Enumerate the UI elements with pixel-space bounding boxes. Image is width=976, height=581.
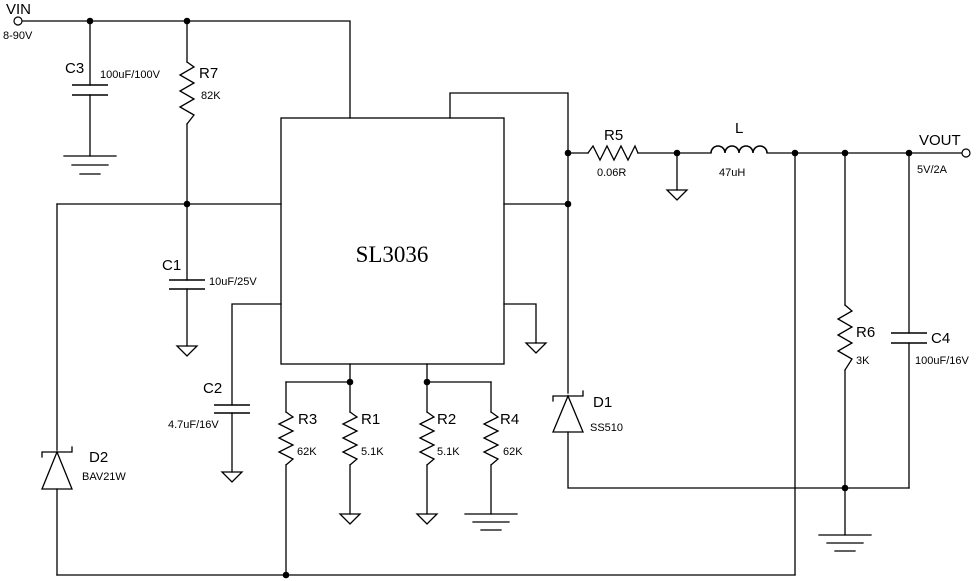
vin-terminal: VIN 8-90V xyxy=(3,1,33,42)
ground-r4 xyxy=(464,513,518,531)
ic-sl3036: SL3036 xyxy=(280,117,505,365)
wires xyxy=(21,20,963,576)
l-ref: L xyxy=(735,120,743,137)
d2-value: BAV21W xyxy=(82,471,126,483)
d1-ref: D1 xyxy=(593,394,612,411)
capacitor-c3: C3 100uF/100V xyxy=(65,60,161,96)
r2-ref: R2 xyxy=(437,411,456,428)
c2-ref: C2 xyxy=(203,380,222,397)
capacitor-c2: C2 4.7uF/16V xyxy=(168,380,250,431)
vin-label: VIN xyxy=(6,1,31,18)
c3-ref: C3 xyxy=(65,60,84,77)
diode-d1: D1 SS510 xyxy=(552,390,623,434)
r4-value: 62K xyxy=(503,446,523,458)
c1-value: 10uF/25V xyxy=(209,276,257,288)
resistor-r1: R1 5.1K xyxy=(341,411,384,466)
ground-c3 xyxy=(63,155,117,175)
ground-r5 xyxy=(665,189,689,201)
r4-ref: R4 xyxy=(500,411,519,428)
r7-value: 82K xyxy=(201,90,221,102)
ground-r1 xyxy=(338,513,362,525)
d2-ref: D2 xyxy=(89,449,108,466)
resistor-r3: R3 62K xyxy=(277,411,317,466)
inductor-l: L 47uH xyxy=(710,120,768,179)
r3-value: 62K xyxy=(297,446,317,458)
resistor-r6: R6 3K xyxy=(836,304,875,371)
ground-r6 xyxy=(818,534,872,552)
r5-value: 0.06R xyxy=(597,167,626,179)
vout-rating: 5V/2A xyxy=(917,164,948,176)
junction-dots xyxy=(86,17,913,579)
capacitor-c1: C1 10uF/25V xyxy=(162,257,257,290)
r1-ref: R1 xyxy=(361,411,380,428)
d1-value: SS510 xyxy=(590,422,623,434)
l-value: 47uH xyxy=(719,167,745,179)
resistor-r2: R2 5.1K xyxy=(418,411,460,466)
r1-value: 5.1K xyxy=(361,446,384,458)
r2-value: 5.1K xyxy=(437,446,460,458)
vin-range: 8-90V xyxy=(3,30,33,42)
ground-c1 xyxy=(175,345,199,357)
c2-value: 4.7uF/16V xyxy=(168,419,219,431)
c1-ref: C1 xyxy=(162,257,181,274)
r5-ref: R5 xyxy=(604,127,623,144)
r3-ref: R3 xyxy=(298,411,317,428)
r7-ref: R7 xyxy=(199,65,218,82)
c4-value: 100uF/16V xyxy=(915,355,969,367)
ground-r2 xyxy=(415,513,439,525)
resistor-r5: R5 0.06R xyxy=(587,127,639,179)
ic-name: SL3036 xyxy=(356,242,429,267)
diode-d2: D2 BAV21W xyxy=(41,446,126,490)
resistor-r4: R4 62K xyxy=(482,411,523,466)
r6-value: 3K xyxy=(856,355,870,367)
ground-c2 xyxy=(220,471,244,483)
r6-ref: R6 xyxy=(856,324,875,341)
c4-ref: C4 xyxy=(931,330,950,347)
ground-ic xyxy=(524,342,548,354)
c3-value: 100uF/100V xyxy=(100,69,161,81)
capacitor-c4: C4 100uF/16V xyxy=(891,330,969,367)
vout-terminal: VOUT 5V/2A xyxy=(917,132,971,176)
resistor-r7: R7 82K xyxy=(178,61,221,125)
vout-label: VOUT xyxy=(919,132,961,149)
